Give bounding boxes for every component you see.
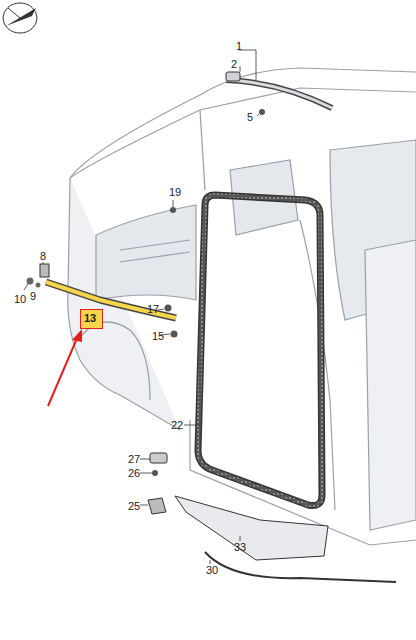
callout-number: 8 xyxy=(40,250,46,262)
callout-number: 25 xyxy=(128,500,140,512)
callout-number: 2 xyxy=(231,58,237,70)
screw xyxy=(259,109,265,115)
callout-number: 30 xyxy=(206,564,218,576)
clip-part xyxy=(226,72,240,81)
leader-lines xyxy=(24,50,259,564)
door-seal xyxy=(198,195,322,506)
callout-number: 17 xyxy=(147,303,159,315)
sill-trim xyxy=(175,496,328,560)
cap-part xyxy=(150,453,167,463)
upper-guide-rail xyxy=(226,80,332,108)
bracket-part xyxy=(148,498,166,514)
highlighted-callout: 13 xyxy=(80,309,103,329)
screw xyxy=(170,207,176,213)
callout-number: 13 xyxy=(81,310,102,326)
view-icon xyxy=(3,3,37,33)
callout-number: 15 xyxy=(152,330,164,342)
callout-number: 19 xyxy=(169,186,181,198)
callout-number: 26 xyxy=(128,467,140,479)
nut xyxy=(36,283,41,288)
trim-strip xyxy=(205,552,396,582)
callout-number: 1 xyxy=(236,40,242,52)
pointer-arrow xyxy=(48,336,78,406)
callout-number: 5 xyxy=(247,111,253,123)
callout-number: 27 xyxy=(128,453,140,465)
screw xyxy=(171,331,178,338)
door-seal-texture xyxy=(198,195,322,506)
callout-number: 22 xyxy=(171,419,183,431)
screw xyxy=(27,278,34,285)
callout-number: 10 xyxy=(14,293,26,305)
pointer-arrow-head xyxy=(72,329,82,342)
centre-guide-rail xyxy=(46,282,176,318)
screw xyxy=(165,305,172,312)
centre-guide-rail-fill xyxy=(46,282,176,318)
screw xyxy=(152,470,158,476)
upper-guide-rail-fill xyxy=(226,80,332,108)
callout-number: 9 xyxy=(30,290,36,302)
callout-number: 33 xyxy=(234,541,246,553)
bracket-part xyxy=(40,264,49,277)
